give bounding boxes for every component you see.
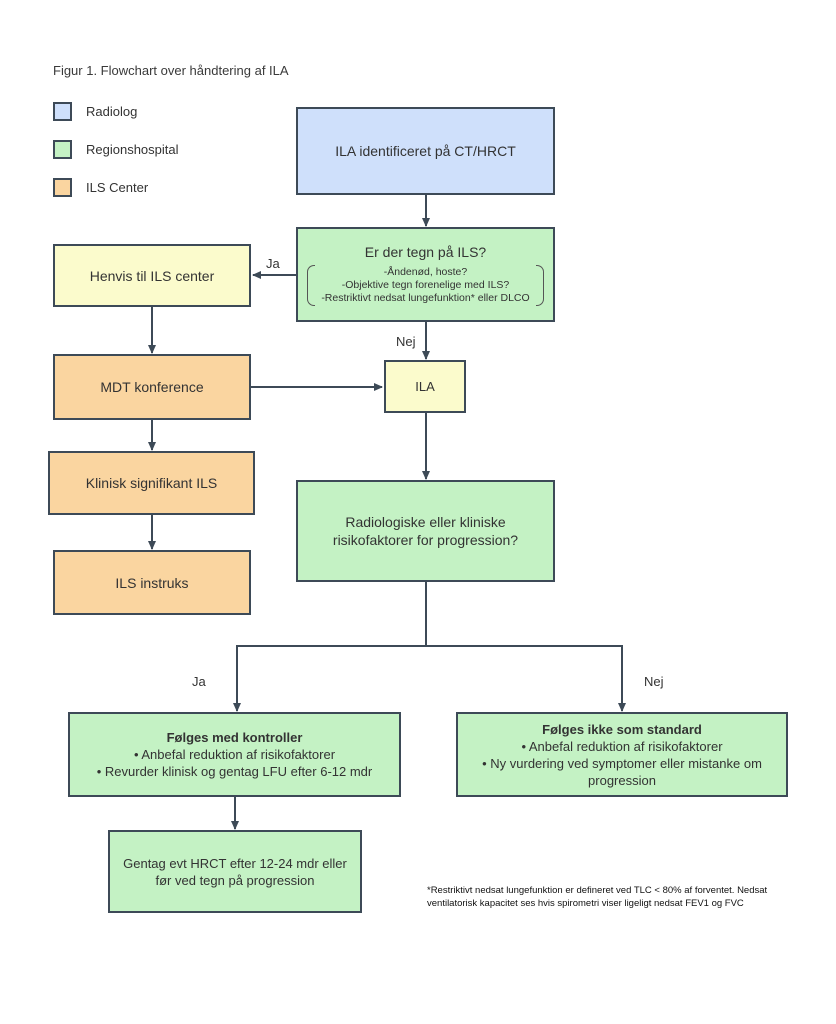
node-repeat-hrct-label: Gentag evt HRCT efter 12-24 mdr eller fø… (123, 855, 347, 888)
ils-question-criteria: -Åndenød, hoste? -Objektive tegn forenel… (307, 265, 544, 306)
edge-label-nej-ila: Nej (396, 334, 416, 349)
node-standard: Følges ikke som standard • Anbefal reduk… (456, 712, 788, 797)
legend-label-ils-center: ILS Center (86, 180, 149, 195)
node-clinical-ils-label: Klinisk signifikant ILS (85, 475, 218, 491)
legend-label-regionshospital: Regionshospital (86, 142, 179, 157)
standard-line: • Ny vurdering ved symptomer eller mista… (482, 755, 762, 788)
legend-label-radiolog: Radiolog (86, 104, 138, 119)
node-risk-question: Radiologiske eller kliniske risikofaktor… (296, 480, 555, 582)
left-bracket (307, 265, 316, 306)
ils-question-title: Er der tegn på ILS? (364, 244, 487, 260)
node-followup: Følges med kontroller • Anbefal reduktio… (68, 712, 401, 797)
edge-label-ja-followup: Ja (192, 674, 206, 689)
arrow-risk-to-followup (233, 582, 427, 712)
edge-label-nej-standard: Nej (644, 674, 664, 689)
node-ils-question: Er der tegn på ILS? -Åndenød, hoste? -Ob… (296, 227, 555, 322)
node-ils-instructions: ILS instruks (53, 550, 251, 615)
followup-title: Følges med kontroller (166, 730, 303, 745)
node-clinical-ils: Klinisk signifikant ILS (48, 451, 255, 515)
node-ils-instructions-label: ILS instruks (115, 574, 189, 591)
legend-swatch-regionshospital (53, 140, 72, 159)
node-risk-question-label: Radiologiske eller kliniske risikofaktor… (332, 514, 519, 548)
node-ila-identified: ILA identificeret på CT/HRCT (296, 107, 555, 195)
node-ila-identified-label: ILA identificeret på CT/HRCT (335, 143, 516, 159)
node-ila-label: ILA (415, 379, 435, 394)
figure-title: Figur 1. Flowchart over håndtering af IL… (53, 63, 289, 78)
criteria-line: -Objektive tegn forenelige med ILS? (341, 279, 510, 291)
criteria-line: -Restriktivt nedsat lungefunktion* eller… (321, 292, 530, 304)
legend-swatch-radiolog (53, 102, 72, 121)
node-ila: ILA (384, 360, 466, 413)
node-mdt-label: MDT konference (100, 379, 204, 395)
node-repeat-hrct: Gentag evt HRCT efter 12-24 mdr eller fø… (108, 830, 362, 913)
arrow-risk-to-standard (426, 645, 626, 712)
right-bracket (535, 265, 544, 306)
followup-line: • Anbefal reduktion af risikofaktorer (133, 747, 336, 762)
node-refer-ils-label: Henvis til ILS center (89, 267, 215, 284)
node-mdt: MDT konference (53, 354, 251, 420)
edge-label-ja-refer: Ja (266, 256, 280, 271)
criteria-line: -Åndenød, hoste? (383, 266, 468, 278)
node-refer-ils: Henvis til ILS center (53, 244, 251, 307)
standard-title: Følges ikke som standard (542, 721, 702, 737)
followup-line: • Revurder klinisk og gentag LFU efter 6… (96, 764, 373, 779)
standard-line: • Anbefal reduktion af risikofaktorer (521, 738, 723, 754)
legend-swatch-ils-center (53, 178, 72, 197)
footnote: *Restriktivt nedsat lungefunktion er def… (427, 885, 768, 909)
